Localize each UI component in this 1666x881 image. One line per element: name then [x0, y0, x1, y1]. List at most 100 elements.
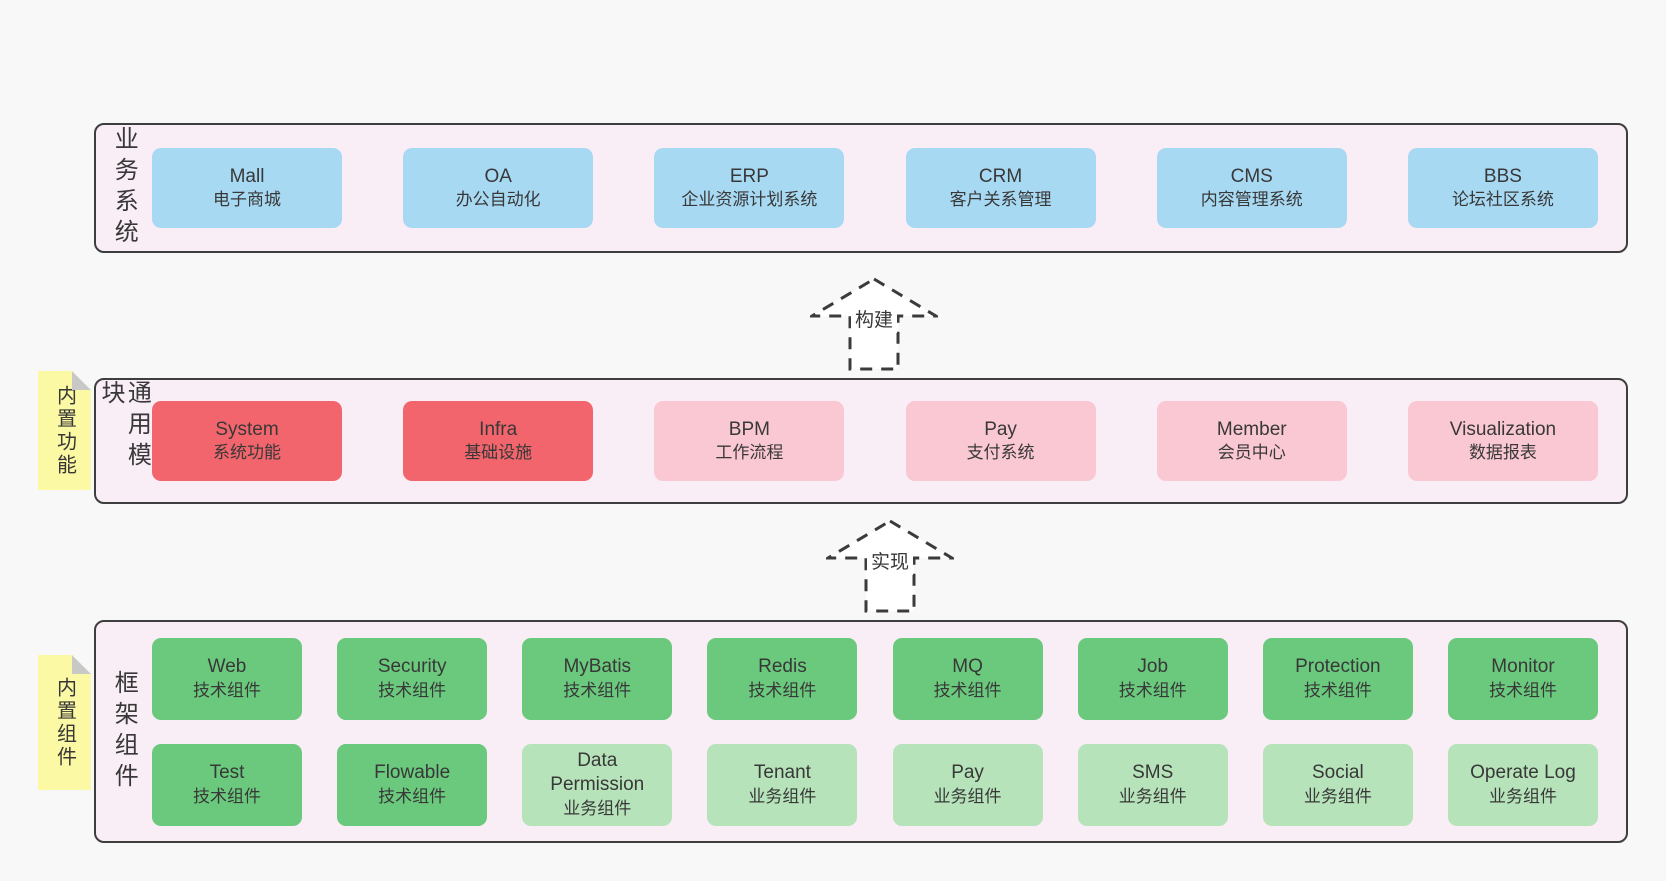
- box-subtitle: 技术组件: [1303, 680, 1372, 700]
- box-subtitle: 系统功能: [213, 443, 281, 463]
- box-title: Test: [209, 762, 245, 784]
- section-framework-label: 框架组件: [96, 622, 150, 841]
- diagram-box: Pay 支付系统: [905, 401, 1096, 481]
- diagram-box: ERP 企业资源计划系统: [654, 148, 845, 228]
- box-subtitle: 数据报表: [1468, 443, 1537, 463]
- box-subtitle: 支付系统: [966, 443, 1035, 463]
- diagram-box: Data Permission 业务组件: [522, 743, 673, 826]
- box-title: Tenant: [753, 762, 811, 784]
- box-title: Redis: [758, 656, 807, 678]
- diagram-box: CRM 客户关系管理: [905, 148, 1096, 228]
- box-title: Mall: [229, 165, 265, 187]
- box-title: SMS: [1132, 762, 1174, 784]
- sticky-note-text: 内置组件: [53, 676, 76, 769]
- box-subtitle: 业务组件: [748, 786, 817, 806]
- diagram-box: Infra 基础设施: [403, 401, 594, 481]
- box-subtitle: 技术组件: [1488, 680, 1557, 700]
- box-title: Pay: [984, 418, 1017, 440]
- box-title: Flowable: [374, 762, 451, 784]
- box-title: Member: [1216, 418, 1287, 440]
- arrow-implement: 实现: [826, 518, 954, 614]
- box-subtitle: 业务组件: [1118, 786, 1187, 806]
- box-title: CMS: [1230, 165, 1273, 187]
- box-subtitle: 内容管理系统: [1200, 190, 1303, 210]
- box-title: MQ: [952, 656, 983, 678]
- diagram-box: BPM 工作流程: [654, 401, 845, 481]
- box-subtitle: 工作流程: [715, 443, 784, 463]
- diagram-box: CMS 内容管理系统: [1156, 148, 1347, 228]
- arrow-implement-label: 实现: [866, 546, 914, 575]
- box-subtitle: 论坛社区系统: [1451, 190, 1554, 210]
- box-title: BPM: [728, 418, 770, 440]
- diagram-box: Member 会员中心: [1156, 401, 1347, 481]
- box-title: Infra: [479, 418, 518, 440]
- box-title: Visualization: [1449, 418, 1557, 440]
- box-subtitle: 业务组件: [563, 799, 632, 819]
- sticky-note-text: 内置功能: [53, 384, 76, 477]
- box-title: Social: [1311, 762, 1364, 784]
- sticky-note-builtin-components: 内置组件: [38, 655, 91, 790]
- section-label-text: 框架组件: [110, 669, 138, 794]
- box-title: CRM: [978, 165, 1023, 187]
- diagram-box: Visualization 数据报表: [1407, 401, 1598, 481]
- box-subtitle: 技术组件: [378, 786, 447, 806]
- sticky-note-builtin-features: 内置功能: [38, 371, 91, 490]
- box-title: Data Permission: [550, 749, 645, 796]
- box-subtitle: 业务组件: [1303, 786, 1372, 806]
- box-title: MyBatis: [563, 656, 632, 678]
- box-subtitle: 技术组件: [1118, 680, 1187, 700]
- box-subtitle: 技术组件: [193, 680, 261, 700]
- box-title: BBS: [1483, 165, 1522, 187]
- box-subtitle: 企业资源计划系统: [681, 190, 818, 210]
- arrow-build: 构建: [810, 276, 938, 372]
- box-title: Protection: [1295, 656, 1381, 678]
- modules-boxes-row: System 系统功能 Infra 基础设施 BPM 工作流程 Pay 支付系统 Member 会…: [150, 380, 1626, 502]
- box-title: Pay: [951, 762, 984, 784]
- box-subtitle: 业务组件: [1488, 786, 1557, 806]
- box-title: Monitor: [1491, 656, 1555, 678]
- box-subtitle: 技术组件: [563, 680, 632, 700]
- diagram-box: Mall 电子商城: [152, 148, 342, 228]
- box-subtitle: 技术组件: [193, 786, 261, 806]
- section-common-modules: 通用模块 System 系统功能 Infra 基础设施 BPM 工作流程 Pay 支付系统 Me…: [94, 378, 1628, 504]
- box-subtitle: 技术组件: [378, 680, 447, 700]
- box-subtitle: 客户关系管理: [949, 190, 1052, 210]
- box-title: ERP: [729, 165, 769, 187]
- box-subtitle: 基础设施: [464, 443, 533, 463]
- diagram-box: System 系统功能: [152, 401, 342, 481]
- box-subtitle: 会员中心: [1217, 443, 1286, 463]
- section-label-text: 业务系统: [110, 126, 138, 250]
- box-subtitle: 电子商城: [213, 190, 281, 210]
- box-title: Security: [377, 656, 447, 678]
- section-modules-label: 通用模块: [96, 380, 150, 502]
- box-title: System: [215, 418, 279, 440]
- arrow-build-label: 构建: [850, 304, 898, 333]
- diagram-box: BBS 论坛社区系统: [1407, 148, 1598, 228]
- box-subtitle: 业务组件: [933, 786, 1002, 806]
- box-subtitle: 技术组件: [933, 680, 1002, 700]
- box-subtitle: 技术组件: [748, 680, 817, 700]
- box-title: Web: [207, 656, 247, 678]
- section-business-label: 业务系统: [96, 125, 150, 251]
